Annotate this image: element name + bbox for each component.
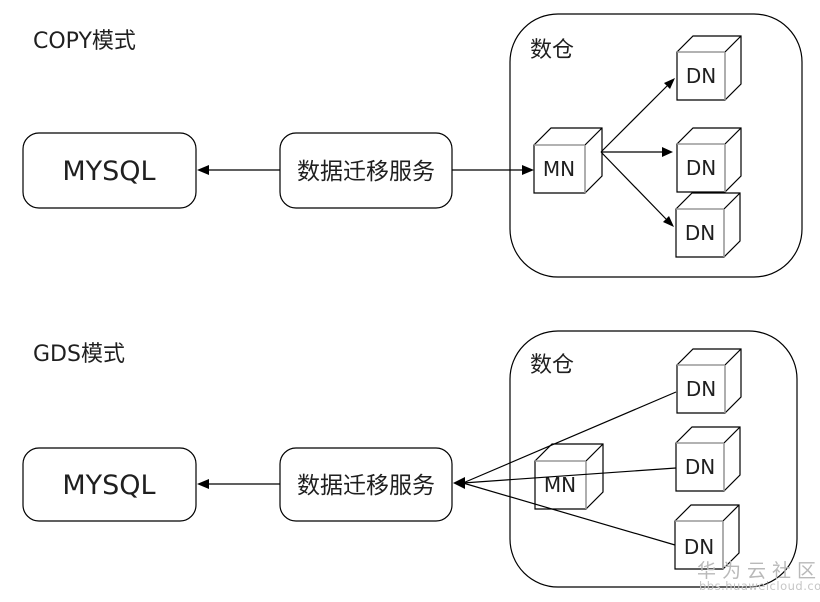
copy-mode-title: COPY模式 — [33, 29, 136, 54]
dn-cube-3-gds: DN — [674, 504, 740, 570]
dn-cube-2: DN — [676, 127, 742, 193]
mysql-box-gds — [22, 447, 197, 522]
dn2-label: DN — [686, 156, 716, 180]
mn-gds-corner-edge — [585, 443, 604, 462]
dn-cube-2-gds: DN — [675, 426, 741, 492]
dn2-gds-corner-edge — [723, 426, 741, 444]
dn3-gds-label: DN — [684, 535, 714, 559]
dn-cube-1: DN — [676, 35, 742, 101]
dn1-gds-corner-edge — [724, 348, 742, 366]
arrowhead-to-mn-icon — [522, 165, 534, 175]
gds-mode-title: GDS模式 — [33, 342, 125, 367]
dn-cube-1-gds: DN — [676, 348, 742, 414]
mn-cube-gds: MN — [534, 443, 604, 510]
dn2-corner-edge — [724, 127, 742, 145]
mn-cube-label: MN — [543, 157, 575, 181]
arrowhead-to-mysql-gds-icon — [197, 479, 209, 489]
mn-cube: MN — [533, 127, 603, 194]
line-dn1-to-service — [462, 391, 677, 484]
warehouse-label-gds: 数仓 — [530, 353, 574, 378]
mysql-box — [22, 132, 197, 209]
mysql-label: MYSQL — [62, 156, 155, 187]
arrowhead-dn2-icon — [662, 147, 673, 157]
arrowhead-to-service-gds-icon — [453, 477, 465, 489]
line-dn2-to-service — [462, 467, 677, 484]
arrowhead-dn1-icon — [664, 78, 675, 89]
arrowhead-to-mysql-icon — [197, 165, 209, 175]
dn-cube-3: DN — [675, 192, 741, 258]
dn1-corner-edge — [724, 35, 742, 53]
copy-mode-section: COPY模式 MYSQL 数据迁移服务 数仓 MN — [22, 13, 803, 278]
dn3-label: DN — [685, 221, 715, 245]
dn2-gds-label: DN — [685, 455, 715, 479]
watermark: 华为云社区 bbs.huaweicloud.com — [697, 560, 820, 593]
warehouse-label: 数仓 — [530, 38, 574, 63]
arrowhead-dn3-icon — [663, 216, 674, 227]
watermark-community: 华为云社区 — [697, 560, 820, 582]
line-dn3-to-service — [462, 482, 676, 546]
dn3-gds-corner-edge — [722, 504, 740, 522]
dn1-label: DN — [686, 64, 716, 88]
migration-service-label: 数据迁移服务 — [297, 159, 435, 185]
arrow-mn-to-dn3 — [600, 151, 667, 220]
dn1-gds-label: DN — [686, 377, 716, 401]
migration-service-box-gds — [279, 447, 453, 522]
migration-service-label-gds: 数据迁移服务 — [297, 473, 435, 499]
dn3-corner-edge — [723, 192, 741, 210]
watermark-url: bbs.huaweicloud.com — [699, 579, 820, 593]
arrow-mn-to-dn1 — [600, 85, 668, 153]
mn-cube-corner-edge — [584, 127, 603, 146]
warehouse-container — [509, 13, 803, 278]
gds-mode-section: GDS模式 MYSQL 数据迁移服务 数仓 MN DN — [22, 330, 798, 588]
warehouse-container-gds — [509, 330, 798, 588]
mysql-label-gds: MYSQL — [62, 470, 155, 501]
